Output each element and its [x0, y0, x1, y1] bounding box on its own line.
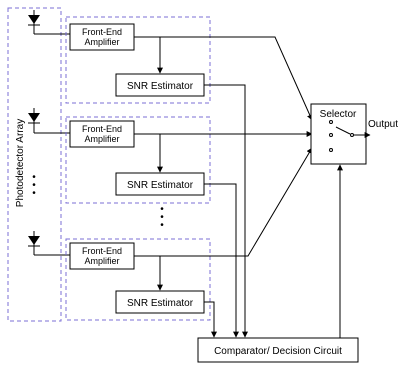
- detector-ellipsis-2: •: [32, 180, 36, 191]
- output-label: Output: [368, 119, 398, 130]
- photodetector-array-boundary: [7, 7, 62, 322]
- photodiode-3-icon: [28, 231, 70, 256]
- snr2-to-comparator-wire: [204, 183, 239, 338]
- photodiode-2-icon: [28, 108, 70, 134]
- photodetector-array-label: Photodetector Array: [15, 119, 26, 207]
- detector-ellipsis-1: •: [32, 172, 36, 183]
- amplifier-1-label-line2: Amplifier: [84, 37, 119, 47]
- selector-switch-icon: [329, 120, 354, 152]
- snr1-to-comparator-wire: [204, 84, 248, 338]
- amp3-to-selector-wire: [134, 147, 313, 257]
- front-end-amplifier-2: [69, 120, 135, 148]
- amplifier-3-label-line2: Amplifier: [84, 256, 119, 266]
- detector-ellipsis-3: •: [32, 188, 36, 199]
- comparator-decision-circuit: [197, 337, 359, 363]
- amplifier-2-label-line1: Front-End: [82, 124, 122, 134]
- channel-1-boundary: [65, 16, 211, 104]
- front-end-amplifier-1: [69, 23, 135, 51]
- channel-ellipsis-1: •: [160, 204, 164, 215]
- channel-ellipsis-2: •: [160, 212, 164, 223]
- channel-3-boundary: [65, 238, 211, 321]
- snr-estimator-1-label: SNR Estimator: [127, 81, 194, 92]
- amplifier-2-label-line2: Amplifier: [84, 134, 119, 144]
- snr-estimator-2-label: SNR Estimator: [127, 180, 194, 191]
- amplifier-3-label-line1: Front-End: [82, 246, 122, 256]
- comparator-label: Comparator/ Decision Circuit: [214, 346, 342, 357]
- amp1-to-selector-wire: [134, 36, 313, 121]
- photodiode-1-icon: [28, 10, 70, 35]
- amplifier-1-label-line1: Front-End: [82, 27, 122, 37]
- snr-estimator-3-label: SNR Estimator: [127, 298, 194, 309]
- channel-ellipsis-3: •: [160, 220, 164, 231]
- selector-label: Selector: [320, 109, 357, 120]
- channel-2-boundary: [65, 116, 211, 204]
- snr3-to-comparator-wire: [204, 301, 217, 338]
